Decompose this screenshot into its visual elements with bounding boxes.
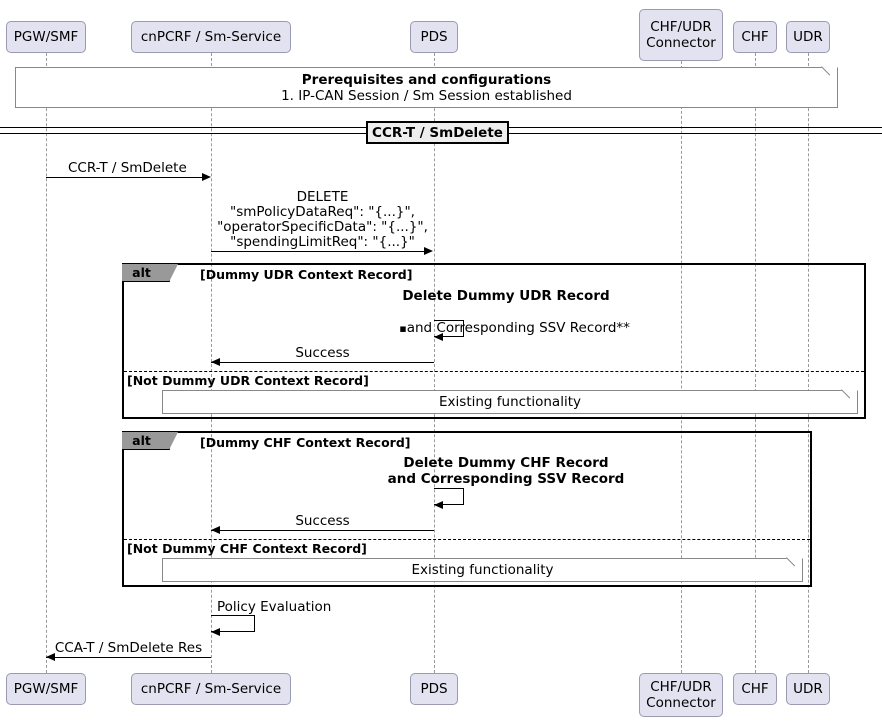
note-existing-functionality-udr: Existing functionality xyxy=(162,380,859,414)
fragment-alt-udr-guard: [Dummy UDR Context Record] xyxy=(200,267,413,282)
arrowhead-delete-dummy-chf xyxy=(434,501,443,509)
arrowhead-ccr-t-smdelete xyxy=(202,173,211,181)
message-arrow-ccr-t-smdelete xyxy=(46,177,204,178)
fragment-alt-chf-else-divider xyxy=(124,539,810,540)
participant-pds-top[interactable]: PDS xyxy=(410,21,458,53)
message-arrow-delete xyxy=(211,251,425,252)
participant-udr-top[interactable]: UDR xyxy=(786,21,830,53)
arrowhead-delete-dummy-udr xyxy=(434,333,443,341)
self-message-loop-policy-evaluation xyxy=(211,615,255,632)
fragment-alt-chf-operator: alt xyxy=(122,432,178,450)
bullet-marker: ▪ xyxy=(399,322,407,335)
self-message-loop-delete-dummy-chf xyxy=(434,488,464,505)
note-prerequisites-title: Prerequisites and configurations xyxy=(301,72,552,88)
message-label-policy-evaluation: Policy Evaluation xyxy=(217,599,332,615)
message-label-success-chf: Success xyxy=(295,513,350,529)
self-message-loop-delete-dummy-udr xyxy=(434,320,464,337)
participant-chf-udr-connector-top[interactable]: CHF/UDR Connector xyxy=(639,9,723,61)
note-existing-functionality-chf-text: Existing functionality xyxy=(411,562,554,578)
lifeline-pgw xyxy=(46,53,47,673)
message-label-delete-dummy-udr-line2-text: and Corresponding SSV Record** xyxy=(406,320,630,336)
fragment-alt-udr-operator: alt xyxy=(122,264,178,282)
message-arrow-cca-t-smdelete-res xyxy=(46,657,211,658)
message-arrow-success-chf xyxy=(211,530,434,531)
participant-chf-bottom[interactable]: CHF xyxy=(733,673,777,705)
fragment-alt-chf-guard: [Dummy CHF Context Record] xyxy=(200,435,411,450)
participant-udr-bottom[interactable]: UDR xyxy=(786,673,830,705)
fragment-alt-chf xyxy=(122,431,812,587)
participant-chf-udr-connector-bottom[interactable]: CHF/UDR Connector xyxy=(639,673,723,717)
message-label-delete-line3: "operatorSpecificData": "{...}", xyxy=(217,219,428,235)
message-label-success-udr: Success xyxy=(295,345,350,361)
divider-label-ccr-t-smdelete: CCR-T / SmDelete xyxy=(366,121,509,144)
lifeline-chf xyxy=(755,53,756,673)
participant-cnpcrf-top[interactable]: cnPCRF / Sm-Service xyxy=(131,21,291,53)
message-label-cca-t-smdelete-res: CCA-T / SmDelete Res xyxy=(54,640,203,656)
message-label-delete-line4: "spendingLimitReq": "{...}" xyxy=(230,234,415,250)
message-label-delete-dummy-udr-line1: Delete Dummy UDR Record xyxy=(402,288,610,304)
message-label-delete-line1: DELETE xyxy=(296,189,349,205)
lifeline-pds xyxy=(434,53,435,673)
fragment-alt-udr-guard-else: [Not Dummy UDR Context Record] xyxy=(127,373,369,388)
message-arrow-success-udr xyxy=(211,362,434,363)
note-prerequisites-line1: 1. IP-CAN Session / Sm Session establish… xyxy=(281,88,572,104)
note-existing-functionality-udr-text: Existing functionality xyxy=(439,394,581,410)
message-label-delete-line2: "smPolicyDataReq": "{...}", xyxy=(230,204,415,220)
lifeline-udr xyxy=(808,53,809,673)
note-existing-functionality-chf: Existing functionality xyxy=(162,548,804,582)
note-prerequisites: Prerequisites and configurations 1. IP-C… xyxy=(15,57,839,108)
arrowhead-delete xyxy=(424,247,433,255)
arrowhead-success-udr xyxy=(211,358,220,366)
lifeline-connector xyxy=(681,61,682,673)
message-label-delete-dummy-chf-line1: Delete Dummy CHF Record xyxy=(403,455,609,471)
fragment-alt-udr-else-divider xyxy=(124,371,864,372)
participant-pgw-smf-bottom[interactable]: PGW/SMF xyxy=(6,673,86,705)
message-label-delete-dummy-chf-line2: and Corresponding SSV Record xyxy=(387,471,625,487)
fragment-alt-udr xyxy=(122,263,866,419)
arrowhead-cca-t-smdelete-res xyxy=(46,653,55,661)
arrowhead-success-chf xyxy=(211,526,220,534)
participant-cnpcrf-bottom[interactable]: cnPCRF / Sm-Service xyxy=(131,673,291,705)
arrowhead-policy-evaluation xyxy=(211,628,220,636)
participant-pgw-smf-top[interactable]: PGW/SMF xyxy=(6,21,86,53)
message-label-ccr-t-smdelete: CCR-T / SmDelete xyxy=(68,160,187,176)
fragment-alt-chf-guard-else: [Not Dummy CHF Context Record] xyxy=(127,541,367,556)
message-label-delete-dummy-udr-line2: ▪and Corresponding SSV Record** xyxy=(334,304,678,353)
participant-pds-bottom[interactable]: PDS xyxy=(410,673,458,705)
participant-chf-top[interactable]: CHF xyxy=(733,21,777,53)
